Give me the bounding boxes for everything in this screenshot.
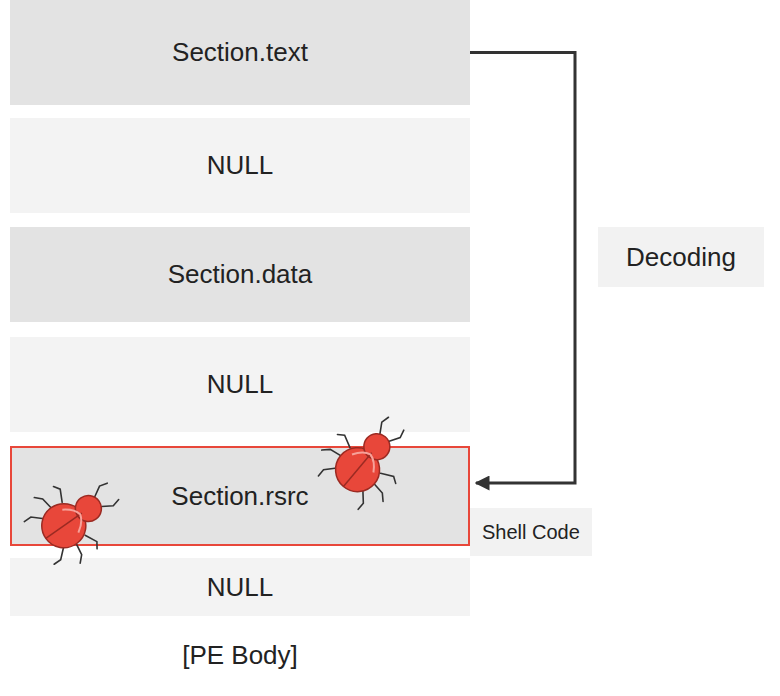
null-band: NULL bbox=[10, 337, 470, 432]
decoding-arrow bbox=[470, 53, 575, 484]
edge-label: Decoding bbox=[626, 242, 736, 273]
annotation-box: Shell Code bbox=[470, 508, 592, 556]
null-band: NULL bbox=[10, 118, 470, 213]
section-name: NULL bbox=[207, 150, 273, 181]
null-band: NULL bbox=[10, 558, 470, 616]
section-name: Section.text bbox=[172, 37, 308, 68]
caption: [PE Body] bbox=[10, 640, 470, 671]
section-band: Section.data bbox=[10, 227, 470, 322]
section-name: NULL bbox=[207, 572, 273, 603]
infected-section-band: Section.rsrc bbox=[10, 446, 470, 546]
section-name: Section.rsrc bbox=[171, 481, 308, 512]
caption-text: [PE Body] bbox=[182, 640, 298, 670]
section-name: Section.data bbox=[168, 259, 313, 290]
section-name: NULL bbox=[207, 369, 273, 400]
edge-label-box: Decoding bbox=[598, 227, 764, 287]
annotation: Shell Code bbox=[482, 521, 580, 544]
section-band: Section.text bbox=[10, 0, 470, 105]
